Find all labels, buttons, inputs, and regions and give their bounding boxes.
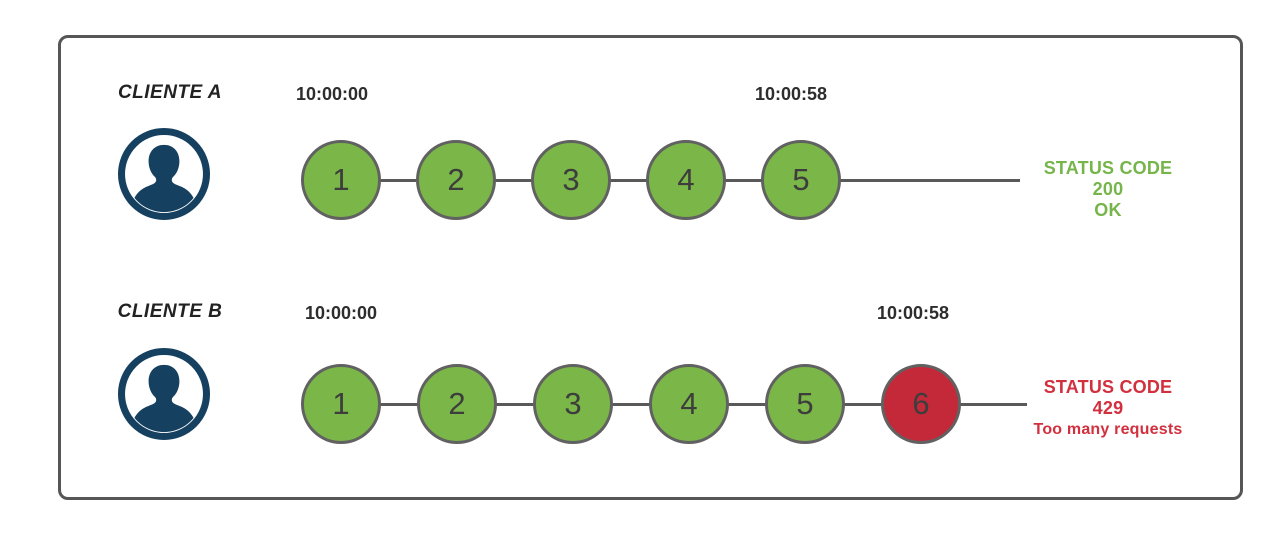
user-icon	[117, 127, 211, 221]
outer-frame	[58, 35, 1243, 500]
request-circle-rejected: 6	[881, 364, 961, 444]
request-circle: 3	[533, 364, 613, 444]
request-circle: 1	[301, 140, 381, 220]
client-a-start-timestamp: 10:00:00	[296, 84, 369, 104]
request-circle: 3	[531, 140, 611, 220]
request-circle: 4	[649, 364, 729, 444]
client-a-label: CLIENTE A	[117, 82, 223, 103]
request-circle: 2	[416, 140, 496, 220]
client-b-start-timestamp: 10:00:00	[305, 303, 378, 323]
client-a-end-timestamp: 10:00:58	[755, 84, 828, 104]
request-circle: 2	[417, 364, 497, 444]
status-message-line: Too many requests	[1033, 421, 1183, 438]
client-a-status: STATUS CODE 200 OK	[1026, 158, 1190, 221]
client-b-label: CLIENTE B	[117, 301, 223, 322]
request-circle: 4	[646, 140, 726, 220]
client-b-status: STATUS CODE 429 Too many requests	[1026, 377, 1190, 440]
status-message-line: OK	[1094, 200, 1122, 220]
status-code-line: STATUS CODE 200	[1043, 158, 1173, 199]
user-icon	[117, 347, 211, 441]
request-circle: 5	[761, 140, 841, 220]
client-b-end-timestamp: 10:00:58	[877, 303, 950, 323]
status-code-line: STATUS CODE 429	[1043, 377, 1173, 418]
request-circle: 5	[765, 364, 845, 444]
request-circle: 1	[301, 364, 381, 444]
